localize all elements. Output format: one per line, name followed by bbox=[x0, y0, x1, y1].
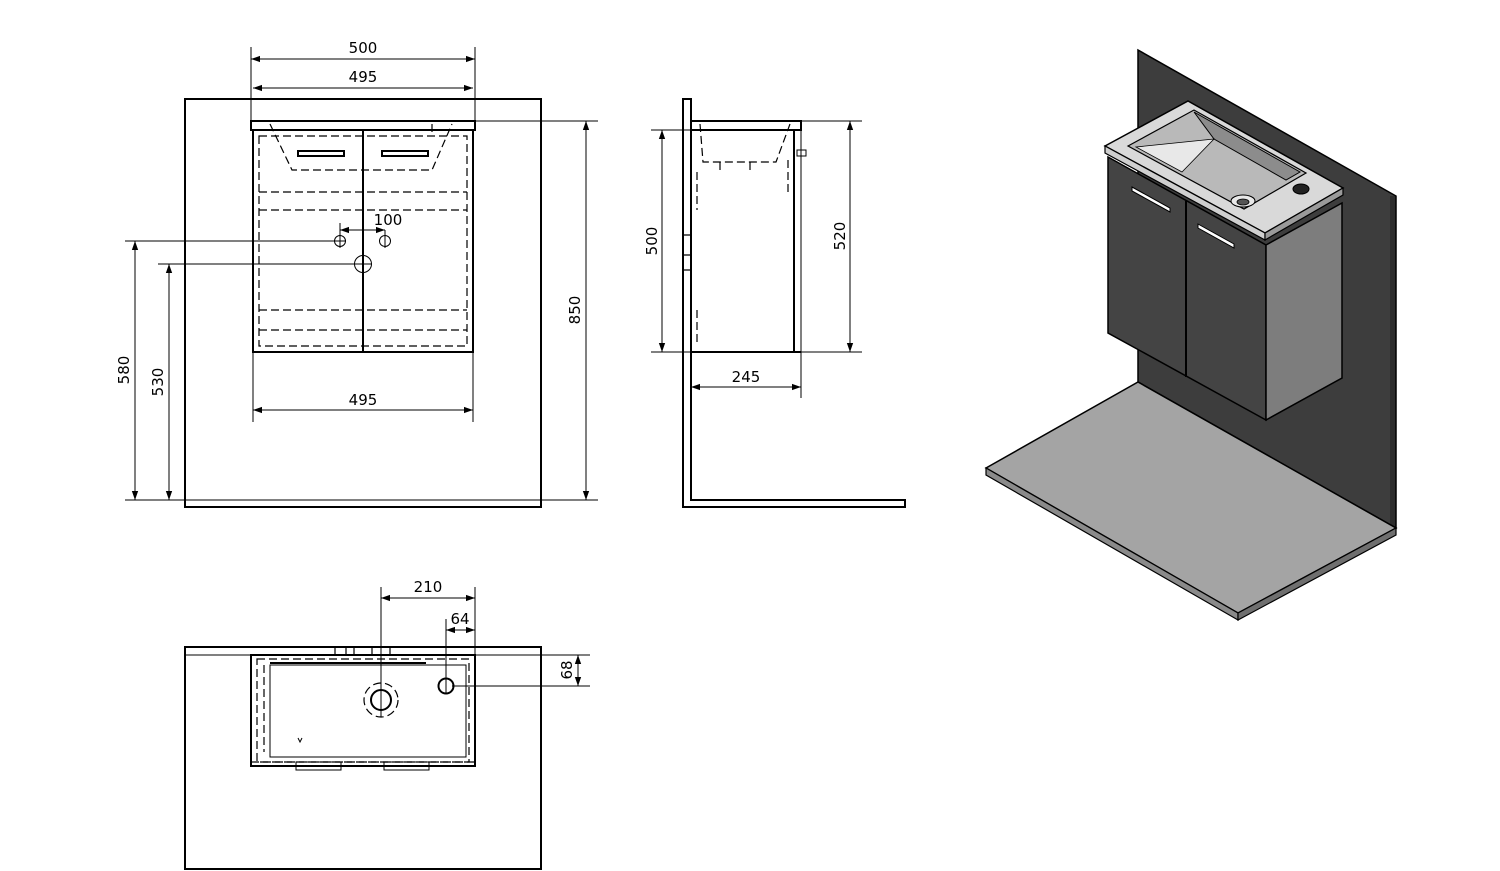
iso-handle-right bbox=[1197, 223, 1235, 249]
dim-cabinet-width: 495 bbox=[349, 391, 378, 409]
dim-tap-spacing: 100 bbox=[374, 211, 403, 229]
side-view: 500 520 245 bbox=[643, 98, 906, 508]
dim-side-total-height: 520 bbox=[831, 222, 849, 251]
dim-cabinet-height: 500 bbox=[643, 227, 661, 256]
front-hidden-carcass bbox=[258, 135, 468, 347]
dim-total-height: 850 bbox=[566, 296, 584, 325]
front-basin-top bbox=[250, 120, 476, 131]
front-view: 500 495 100 495 580 530 850 bbox=[115, 39, 598, 508]
dim-depth: 245 bbox=[732, 368, 761, 386]
side-wall-floor bbox=[682, 98, 906, 508]
dim-height-580: 580 bbox=[115, 356, 133, 385]
top-cabinet bbox=[250, 654, 476, 767]
isometric-view bbox=[984, 48, 1398, 622]
top-basin-bowl bbox=[269, 664, 467, 758]
iso-tap-hole-icon bbox=[1292, 183, 1310, 195]
top-handle-right bbox=[383, 761, 430, 771]
front-handle-right bbox=[381, 150, 429, 157]
top-floor-outline bbox=[184, 646, 542, 870]
side-handle bbox=[796, 149, 807, 157]
front-hidden-basin bbox=[269, 123, 453, 171]
dim-tap-depth: 68 bbox=[558, 660, 576, 679]
front-handle-left bbox=[297, 150, 345, 157]
dim-tap-offset: 64 bbox=[450, 610, 469, 628]
iso-cabinet-side bbox=[1265, 201, 1343, 422]
side-basin-top bbox=[690, 120, 802, 131]
side-hidden-basin bbox=[699, 123, 791, 163]
front-wall-outline bbox=[184, 98, 542, 508]
iso-basin-bowl bbox=[1126, 109, 1308, 210]
dim-basin-width: 495 bbox=[349, 68, 378, 86]
dim-waste-offset: 210 bbox=[414, 578, 443, 596]
top-view: 210 64 68 bbox=[184, 578, 590, 870]
dim-top-width: 500 bbox=[349, 39, 378, 57]
dim-height-530: 530 bbox=[149, 368, 167, 397]
iso-handle-left bbox=[1131, 186, 1171, 213]
